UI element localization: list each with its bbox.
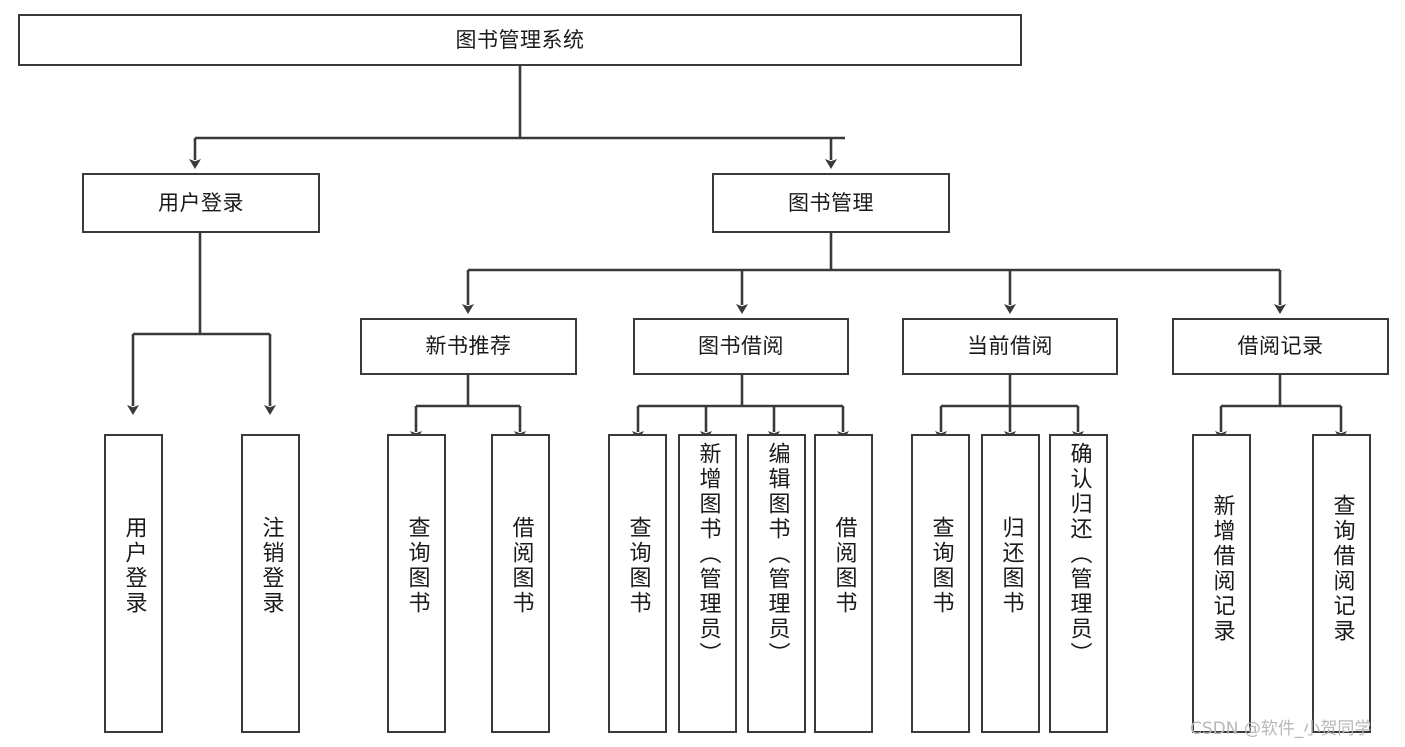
node-book-borrow[interactable]: 图书借阅	[633, 318, 849, 375]
leaf-new-book-borrow-label: 借阅图书	[508, 516, 534, 616]
leaf-add-book-admin[interactable]: 新增图书（管理员）	[678, 434, 737, 733]
node-new-book-recommend[interactable]: 新书推荐	[360, 318, 577, 375]
leaf-add-book-admin-label: 新增图书（管理员）	[695, 442, 721, 667]
node-current-borrow-label: 当前借阅	[967, 334, 1053, 359]
leaf-borrow-query-book-label: 查询图书	[625, 516, 651, 616]
leaf-user-login[interactable]: 用户登录	[104, 434, 163, 733]
node-new-book-recommend-label: 新书推荐	[425, 334, 512, 359]
node-user-login[interactable]: 用户登录	[82, 173, 320, 233]
leaf-new-book-borrow[interactable]: 借阅图书	[491, 434, 550, 733]
leaf-user-login-label: 用户登录	[121, 516, 147, 616]
node-root-system[interactable]: 图书管理系统	[18, 14, 1022, 66]
node-root-system-label: 图书管理系统	[455, 27, 585, 52]
leaf-confirm-return-admin[interactable]: 确认归还（管理员）	[1049, 434, 1108, 733]
leaf-borrow-query-book[interactable]: 查询图书	[608, 434, 667, 733]
leaf-borrow-book[interactable]: 借阅图书	[814, 434, 873, 733]
leaf-new-book-query[interactable]: 查询图书	[387, 434, 446, 733]
leaf-borrow-book-label: 借阅图书	[831, 516, 857, 616]
leaf-return-book[interactable]: 归还图书	[981, 434, 1040, 733]
node-borrow-record-label: 借阅记录	[1237, 334, 1324, 359]
leaf-return-book-label: 归还图书	[998, 516, 1024, 616]
leaf-add-borrow-record-label: 新增借阅记录	[1209, 494, 1235, 644]
node-current-borrow[interactable]: 当前借阅	[902, 318, 1118, 375]
watermark: CSDN @软件_小贺同学	[1190, 719, 1372, 739]
node-book-management[interactable]: 图书管理	[712, 173, 950, 233]
leaf-logout[interactable]: 注销登录	[241, 434, 300, 733]
leaf-new-book-query-label: 查询图书	[404, 516, 430, 616]
leaf-query-borrow-record-label: 查询借阅记录	[1329, 494, 1355, 644]
leaf-current-query-book-label: 查询图书	[928, 516, 954, 616]
leaf-query-borrow-record[interactable]: 查询借阅记录	[1312, 434, 1371, 733]
node-borrow-record[interactable]: 借阅记录	[1172, 318, 1389, 375]
leaf-current-query-book[interactable]: 查询图书	[911, 434, 970, 733]
node-book-management-label: 图书管理	[788, 190, 874, 215]
leaf-confirm-return-admin-label: 确认归还（管理员）	[1066, 442, 1092, 667]
leaf-logout-label: 注销登录	[258, 516, 284, 616]
node-book-borrow-label: 图书借阅	[698, 334, 784, 359]
leaf-add-borrow-record[interactable]: 新增借阅记录	[1192, 434, 1251, 733]
leaf-edit-book-admin-label: 编辑图书（管理员）	[764, 442, 790, 667]
node-user-login-label: 用户登录	[158, 190, 244, 215]
leaf-edit-book-admin[interactable]: 编辑图书（管理员）	[747, 434, 806, 733]
